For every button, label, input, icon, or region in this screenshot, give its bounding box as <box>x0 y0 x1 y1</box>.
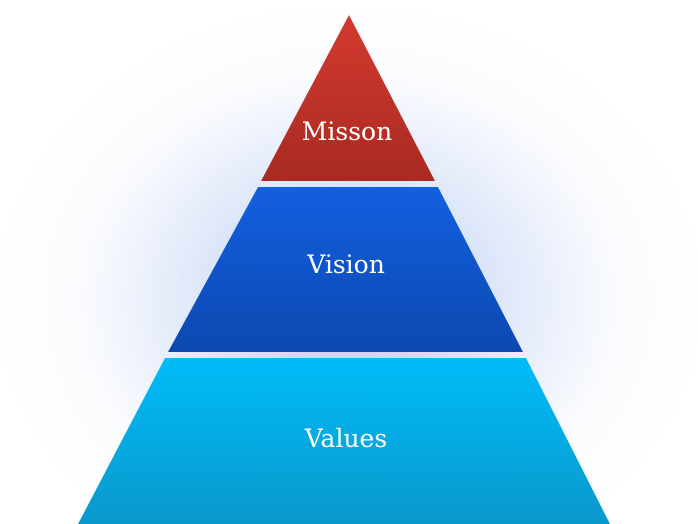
tier-mission-label: Misson <box>302 117 392 146</box>
tier-values-label: Values <box>304 424 387 453</box>
tier-vision <box>168 187 523 352</box>
tier-vision-label: Vision <box>306 250 385 279</box>
tier-mission <box>261 15 435 181</box>
tier-values <box>78 358 610 524</box>
